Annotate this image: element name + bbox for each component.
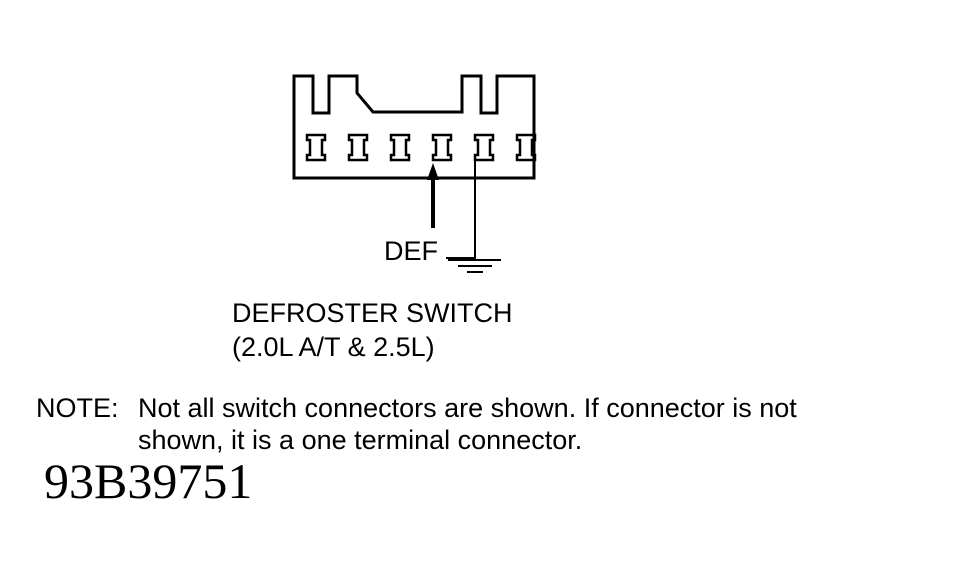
note-text-line-2: shown, it is a one terminal connector. xyxy=(138,425,583,455)
terminal-pin-3 xyxy=(389,133,411,162)
terminal-pin-1 xyxy=(305,133,327,162)
component-title: DEFROSTER SWITCH xyxy=(232,298,513,328)
terminal-pin-6 xyxy=(515,133,537,162)
def-wire-arrowhead xyxy=(427,163,439,180)
figure-code: 93B39751 xyxy=(44,453,253,509)
terminal-pin-5 xyxy=(473,133,495,162)
def-wire-label: DEF xyxy=(384,236,438,266)
connector-housing xyxy=(292,74,536,180)
terminal-pin-2 xyxy=(347,133,369,162)
ground-symbol xyxy=(448,259,501,273)
component-subtitle: (2.0L A/T & 2.5L) xyxy=(232,332,435,362)
terminal-pin-4 xyxy=(431,133,453,162)
terminal-row xyxy=(305,133,537,162)
note-label: NOTE: xyxy=(36,393,119,423)
note-text-line-1: Not all switch connectors are shown. If … xyxy=(138,393,797,423)
